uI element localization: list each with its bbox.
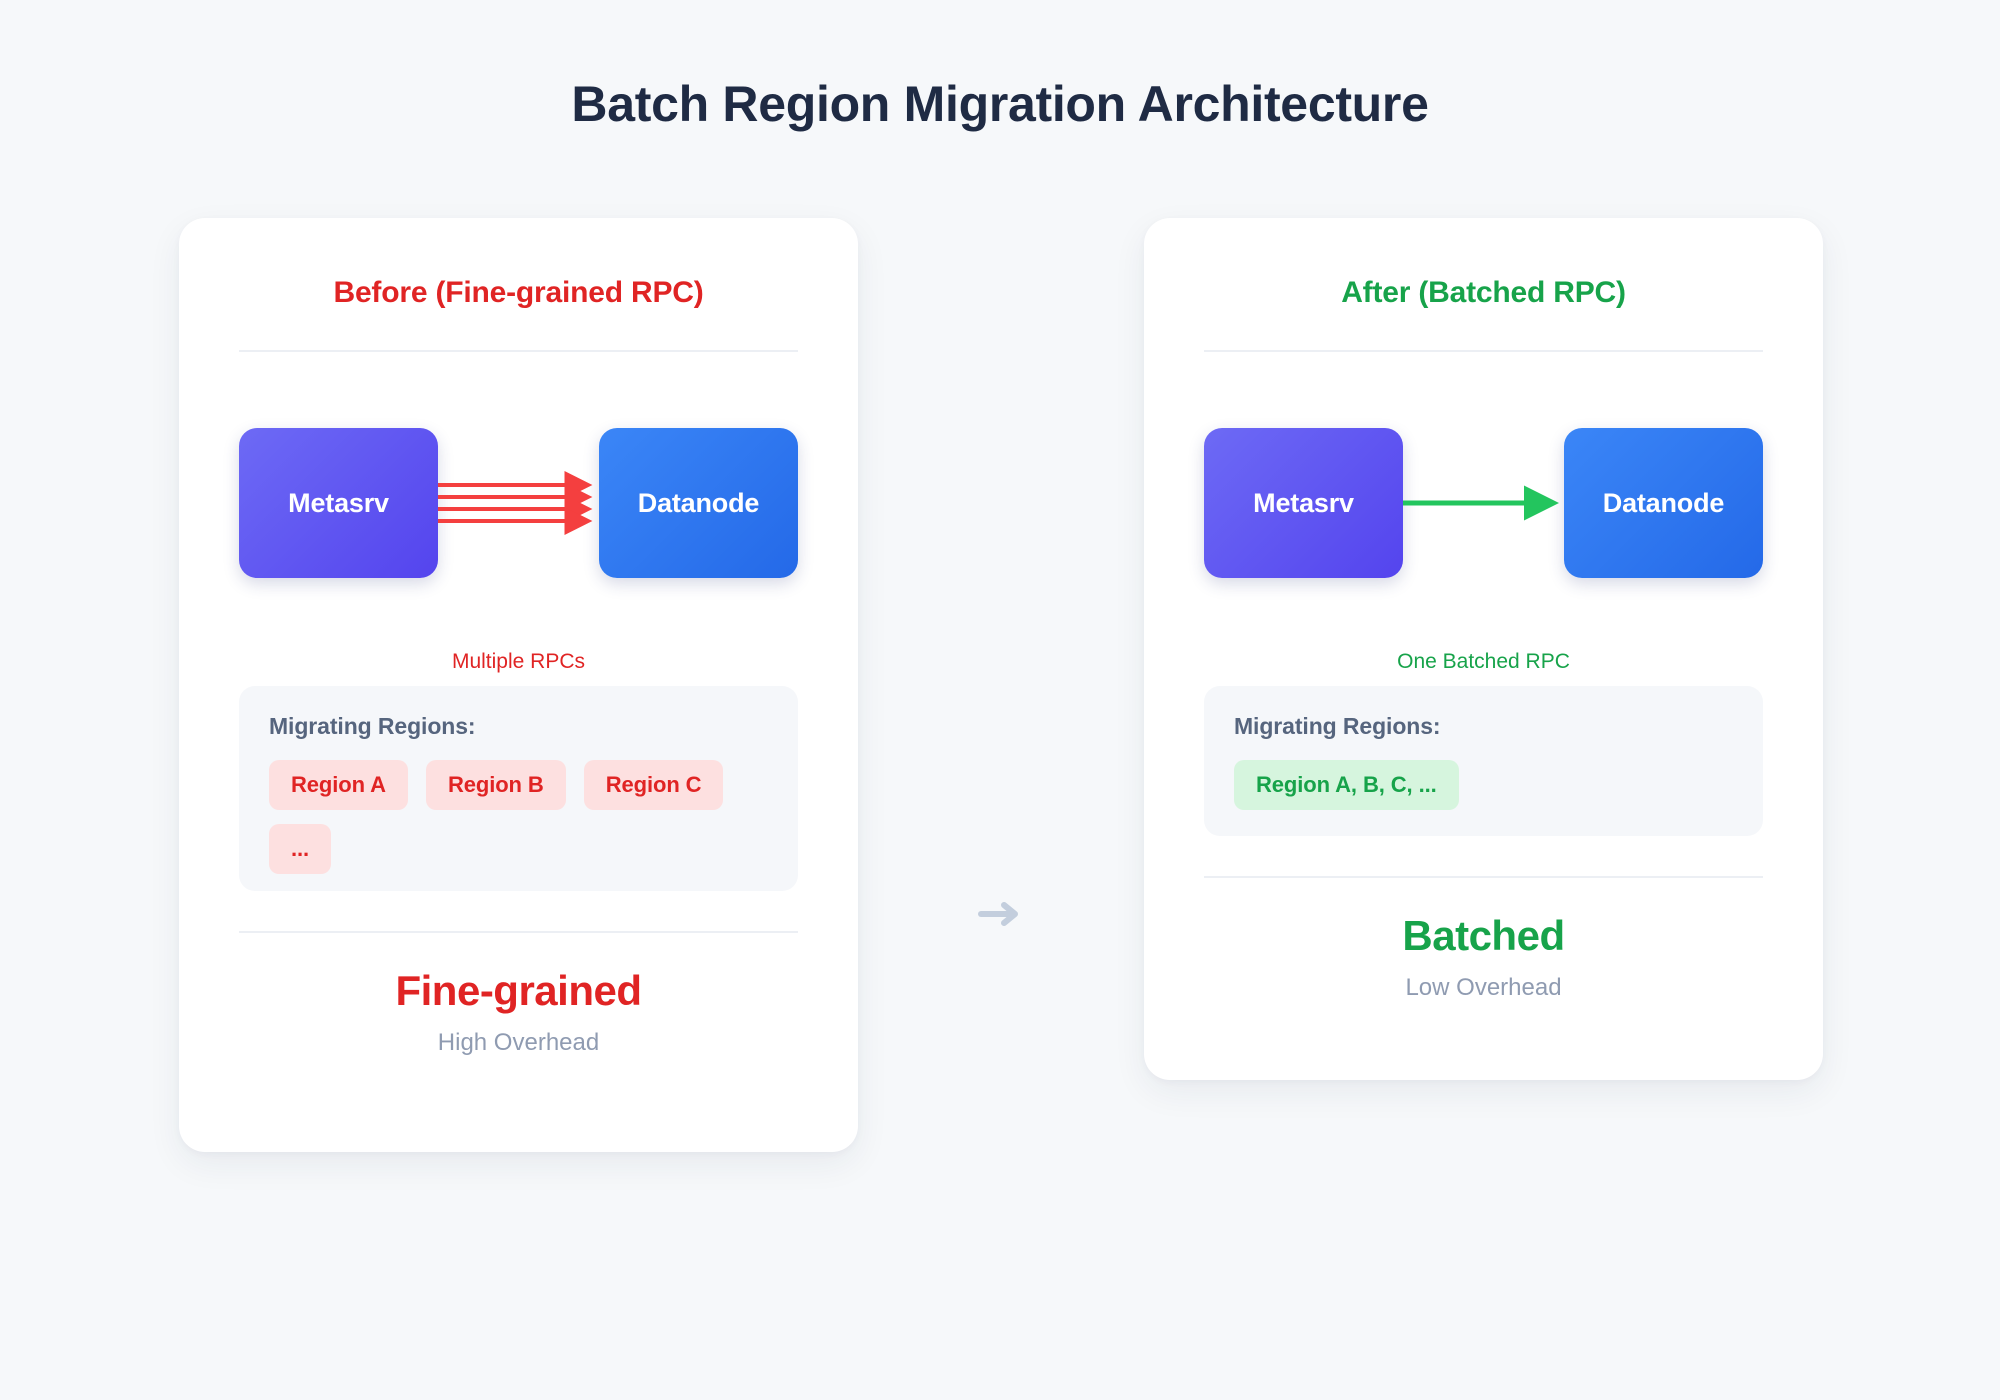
region-chip[interactable]: Region C xyxy=(583,760,724,810)
verdict-after: Batched xyxy=(1402,912,1565,959)
rpc-connector-before xyxy=(438,428,599,578)
panel-after-heading-divider xyxy=(1204,350,1763,352)
region-chip[interactable]: Region B xyxy=(425,760,566,810)
multiple-arrows-icon xyxy=(438,471,593,535)
region-chip-list-before: Region A Region B Region C ... xyxy=(269,760,768,874)
node-metasrv-after: Metasrv xyxy=(1204,428,1403,578)
node-metasrv-before: Metasrv xyxy=(239,428,438,578)
panel-before-heading-divider xyxy=(239,350,798,352)
panel-before-node-diagram: Metasrv Datanode xyxy=(239,428,798,578)
rpc-label-before: Multiple RPCs xyxy=(451,650,586,673)
region-chip[interactable]: Region A xyxy=(269,760,408,810)
migrating-regions-title-after: Migrating Regions: xyxy=(1234,713,1441,739)
panel-after-node-diagram: Metasrv Datanode xyxy=(1204,428,1763,578)
single-arrow-icon xyxy=(1403,485,1559,521)
panel-before: Before (Fine-grained RPC) Metasrv D xyxy=(179,218,858,1152)
region-chip-list-after: Region A, B, C, ... xyxy=(1234,760,1733,810)
verdict-before: Fine-grained xyxy=(395,967,642,1014)
transition-arrow xyxy=(972,886,1028,942)
panel-after-heading: After (Batched RPC) xyxy=(1341,276,1626,309)
rpc-label-after: One Batched RPC xyxy=(1397,650,1570,673)
page-title: Batch Region Migration Architecture xyxy=(571,76,1429,132)
panel-after: After (Batched RPC) Metasrv Datanode One… xyxy=(1144,218,1823,1080)
panel-before-heading: Before (Fine-grained RPC) xyxy=(333,276,704,309)
rpc-connector-after xyxy=(1403,428,1564,578)
panel-before-footer-divider xyxy=(239,931,798,933)
migrating-regions-box-before: Migrating Regions: Region A Region B Reg… xyxy=(239,686,798,891)
region-chip[interactable]: ... xyxy=(269,824,332,874)
panel-after-footer-divider xyxy=(1204,876,1763,878)
arrow-right-icon xyxy=(978,902,1018,926)
overhead-after: Low Overhead xyxy=(1405,974,1562,1001)
node-datanode-before: Datanode xyxy=(599,428,798,578)
overhead-before: High Overhead xyxy=(437,1029,600,1056)
node-datanode-after: Datanode xyxy=(1564,428,1763,578)
comparison-panels: Before (Fine-grained RPC) Metasrv D xyxy=(0,218,2000,1218)
migrating-regions-title-before: Migrating Regions: xyxy=(269,713,476,739)
migrating-regions-box-after: Migrating Regions: Region A, B, C, ... xyxy=(1204,686,1763,836)
region-chip[interactable]: Region A, B, C, ... xyxy=(1234,760,1459,810)
